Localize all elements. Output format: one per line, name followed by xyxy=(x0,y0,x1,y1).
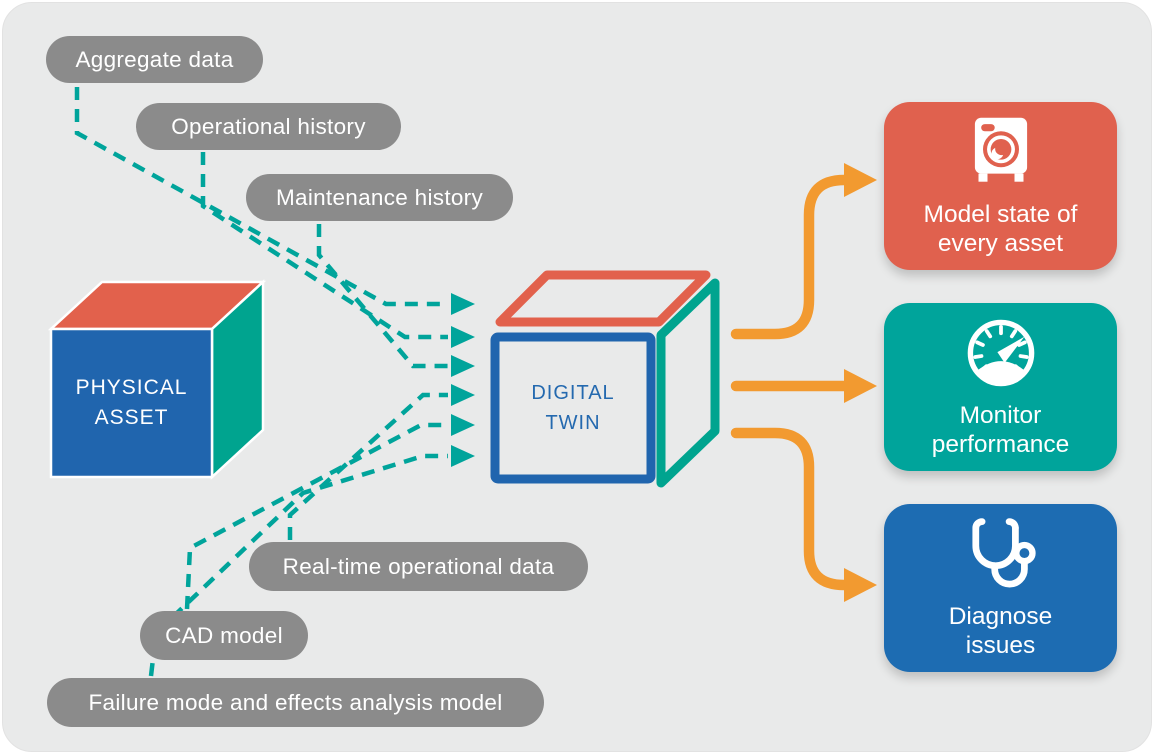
output-card-model-state: Model state of every asset xyxy=(884,102,1117,270)
flow-line-cad-model xyxy=(184,422,448,610)
output-label: Monitor performance xyxy=(932,401,1070,459)
arrow-to-diagnose-issues xyxy=(730,427,853,591)
pill-realtime-operational-data: Real-time operational data xyxy=(249,542,588,591)
flow-arrowhead-6 xyxy=(451,445,475,467)
output-label-line2: every asset xyxy=(937,230,1064,257)
gauge-icon xyxy=(967,319,1034,387)
output-label: Model state of every asset xyxy=(924,200,1078,258)
wire-top-face xyxy=(495,270,711,327)
pill-label: Operational history xyxy=(171,113,366,139)
washing-machine-icon xyxy=(974,117,1027,182)
wire-side-face xyxy=(656,278,720,488)
output-label: Diagnose issues xyxy=(949,602,1053,660)
orange-arrowhead-2 xyxy=(844,369,877,403)
input-flow-arrowheads xyxy=(451,293,475,467)
output-label-line2: performance xyxy=(931,431,1070,458)
pill-operational-history: Operational history xyxy=(136,103,401,150)
pill-label: Real-time operational data xyxy=(282,553,555,579)
stethoscope-icon xyxy=(971,518,1036,588)
output-card-diagnose-issues: Diagnose issues xyxy=(884,504,1117,672)
output-arrowheads xyxy=(844,163,877,602)
flow-arrowhead-2 xyxy=(451,326,475,348)
pill-cad-model: CAD model xyxy=(140,611,308,660)
physical-asset-cube xyxy=(47,279,267,480)
flow-arrowhead-3 xyxy=(451,355,475,377)
cube-front-face xyxy=(49,327,214,479)
output-label-line1: Diagnose xyxy=(948,603,1053,630)
pill-fmea-model: Failure mode and effects analysis model xyxy=(47,678,544,727)
digital-twin-cube xyxy=(490,270,720,488)
flow-line-realtime-data xyxy=(287,392,448,540)
diagram-artwork xyxy=(47,87,877,677)
physical-asset-label: PHYSICAL ASSET xyxy=(51,329,212,477)
digital-twin-line1: DIGITAL xyxy=(531,382,615,404)
output-label-line1: Model state of xyxy=(923,201,1078,228)
physical-asset-line1: PHYSICAL xyxy=(75,376,188,399)
output-card-monitor-performance: Monitor performance xyxy=(884,303,1117,471)
flow-arrowhead-5 xyxy=(451,414,475,436)
output-label-line1: Monitor xyxy=(959,402,1042,429)
flow-line-maintenance-history xyxy=(316,224,448,369)
pill-maintenance-history: Maintenance history xyxy=(246,174,513,221)
wire-front-face xyxy=(490,332,656,484)
physical-asset-line2: ASSET xyxy=(94,406,169,429)
arrow-to-model-state xyxy=(730,174,853,340)
flow-arrowhead-4 xyxy=(451,384,475,406)
pill-label: Failure mode and effects analysis model xyxy=(88,689,503,715)
pill-label: Aggregate data xyxy=(75,46,234,72)
flow-arrowhead-1 xyxy=(451,293,475,315)
pill-label: CAD model xyxy=(165,622,283,648)
orange-arrowhead-3 xyxy=(844,568,877,602)
pill-label: Maintenance history xyxy=(275,184,484,210)
orange-arrowhead-1 xyxy=(844,163,877,197)
output-arrows xyxy=(730,174,853,591)
digital-twin-label: DIGITAL TWIN xyxy=(495,337,651,479)
digital-twin-line2: TWIN xyxy=(545,412,601,434)
flow-line-aggregate-data xyxy=(74,87,448,307)
pill-aggregate-data: Aggregate data xyxy=(46,36,263,83)
output-label-line2: issues xyxy=(965,632,1036,659)
flow-line-operational-history xyxy=(200,152,448,340)
